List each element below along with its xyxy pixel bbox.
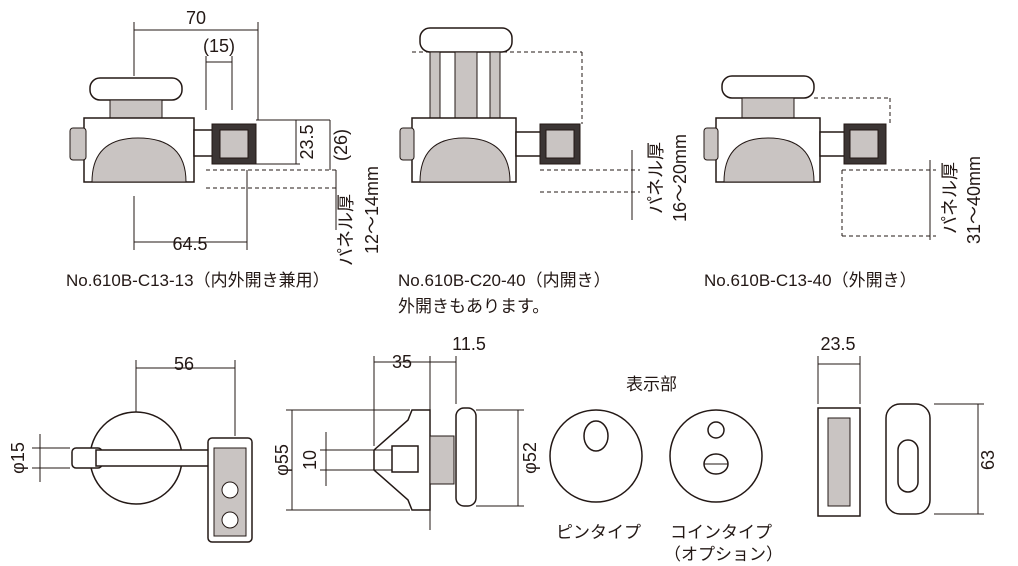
dim-23-5-label: 23.5 bbox=[297, 124, 317, 159]
keeper-drawing bbox=[817, 356, 984, 517]
caption-c20-40: No.610B-C20-40（内開き） bbox=[398, 271, 611, 290]
panel1-range: 12～14mm bbox=[362, 166, 382, 254]
dim-15-label: (15) bbox=[203, 36, 235, 56]
dim-d15-label: φ15 bbox=[8, 442, 28, 474]
panel3-range: 31～40mm bbox=[964, 156, 984, 244]
latch-c13-13-drawing bbox=[69, 22, 337, 250]
pin-type-label: ピンタイプ bbox=[556, 523, 641, 542]
caption-c13-13: No.610B-C13-13（内外開き兼用） bbox=[66, 271, 330, 290]
dim-23-5b-label: 23.5 bbox=[820, 334, 855, 354]
panel2-label: パネル厚 bbox=[646, 142, 666, 214]
dim-10-label: 10 bbox=[300, 450, 320, 470]
latch-c20-40-drawing bbox=[399, 27, 640, 220]
panel3-label: パネル厚 bbox=[940, 162, 960, 234]
dim-56-label: 56 bbox=[174, 354, 194, 374]
indicator-drawing bbox=[549, 409, 763, 503]
dim-63-label: 63 bbox=[978, 450, 998, 470]
dim-26-label: (26) bbox=[331, 129, 351, 161]
panel2-range: 16～20mm bbox=[670, 134, 690, 222]
panel1-label: パネル厚 bbox=[336, 194, 356, 266]
dim-64-5-label: 64.5 bbox=[172, 234, 207, 254]
coin-type-label: コインタイプ bbox=[670, 523, 772, 542]
caption-c20-40-note: 外開きもあります。 bbox=[398, 297, 549, 316]
caption-c13-40: No.610B-C13-40（外開き） bbox=[704, 271, 917, 290]
side-view-drawing bbox=[286, 356, 524, 530]
dim-35-label: 35 bbox=[392, 352, 412, 372]
indicator-title: 表示部 bbox=[626, 375, 677, 394]
dim-70-label: 70 bbox=[186, 8, 206, 28]
front-view-drawing bbox=[32, 360, 253, 543]
latch-c13-40-drawing bbox=[703, 75, 936, 240]
coin-type-option: （オプション） bbox=[664, 545, 783, 564]
dim-d55-label: φ55 bbox=[272, 444, 292, 476]
dim-11-5-label: 11.5 bbox=[452, 334, 486, 354]
dim-d52-label: φ52 bbox=[520, 442, 540, 474]
